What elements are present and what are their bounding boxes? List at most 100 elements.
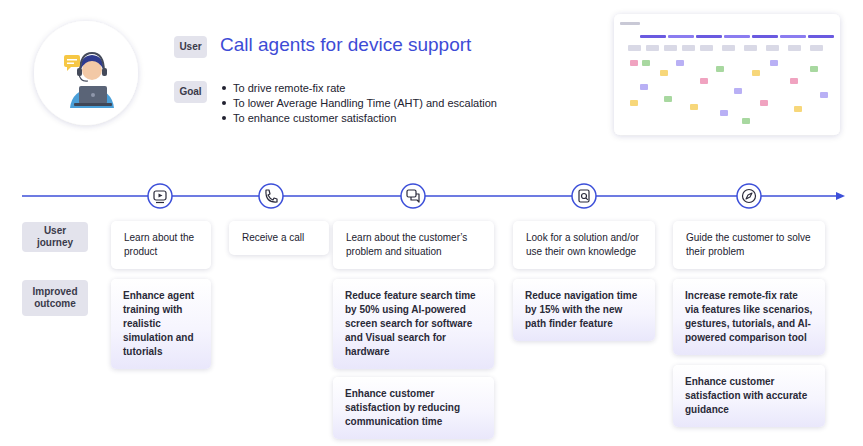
thumbnail-detail — [664, 96, 672, 102]
timeline-icon — [154, 191, 166, 200]
node-text: User — [179, 41, 201, 53]
timeline-icon — [259, 184, 283, 208]
node-text: Improved outcome — [27, 286, 83, 310]
thumbnail-detail — [808, 35, 834, 38]
thumbnail-detail — [760, 100, 768, 106]
screenshot-thumbnail — [614, 14, 840, 135]
thumbnail-detail — [794, 106, 802, 112]
thumbnail-detail — [724, 35, 750, 38]
bullet-dot — [222, 86, 226, 90]
agent-avatar — [80, 53, 104, 72]
outcome-card: Increase remote-fix rate via features li… — [673, 279, 825, 355]
thumbnail-detail — [676, 60, 684, 66]
outcome-card: Enhance customer satisfaction by reducin… — [333, 377, 494, 439]
node-text: Reduce navigation time by 15% with the n… — [525, 289, 643, 331]
row-tag: Goal — [174, 81, 207, 103]
node-text: Learn about the product — [124, 231, 198, 259]
thumbnail-detail — [700, 78, 708, 84]
outcome-card: Enhance customer satisfaction with accur… — [673, 365, 825, 427]
thumbnail-detail — [770, 60, 778, 66]
thumbnail-detail — [640, 35, 666, 38]
timeline-arrow — [836, 192, 845, 200]
journey-step: Guide the customer to solve their proble… — [673, 221, 825, 269]
node-text: Learn about the customer’s problem and s… — [346, 231, 481, 259]
timeline-icon — [737, 184, 761, 208]
node-text: Enhance customer satisfaction by reducin… — [345, 387, 482, 429]
thumbnail-detail — [668, 35, 694, 38]
node-text: Receive a call — [242, 231, 316, 245]
thumbnail-detail — [620, 22, 640, 25]
timeline-icon — [743, 190, 756, 203]
thumbnail-detail — [752, 35, 778, 38]
bullet-dot — [222, 116, 226, 120]
agent-avatar — [34, 21, 138, 125]
thumbnail-detail — [642, 60, 650, 66]
timeline-icon — [266, 190, 277, 202]
diagram-title: Call agents for device support — [220, 33, 471, 57]
agent-avatar — [34, 21, 138, 125]
row-tag: User — [174, 36, 207, 58]
thumbnail-detail — [810, 45, 823, 51]
timeline-icon — [572, 184, 596, 208]
agent-avatar — [79, 86, 107, 104]
node-text: Enhance agent training with realistic si… — [123, 289, 199, 359]
timeline-arrow — [22, 195, 838, 196]
node-text: Enhance customer satisfaction with accur… — [685, 375, 813, 417]
thumbnail-detail — [790, 78, 798, 84]
thumbnail-detail — [780, 35, 806, 38]
thumbnail-detail — [690, 104, 698, 110]
thumbnail-detail — [660, 70, 668, 76]
thumbnail-detail — [700, 45, 713, 51]
thumbnail-detail — [716, 66, 724, 72]
outcome-card: Reduce feature search time by 50% using … — [333, 279, 494, 369]
thumbnail-detail — [734, 88, 742, 94]
thumbnail-detail — [640, 84, 648, 90]
timeline-icon — [579, 190, 589, 202]
outcome-card: Reduce navigation time by 15% with the n… — [513, 279, 655, 341]
node-text: Reduce feature search time by 50% using … — [345, 289, 482, 359]
row-tag: Improved outcome — [22, 280, 88, 316]
thumbnail-detail — [788, 45, 801, 51]
timeline-icon — [407, 190, 416, 197]
timeline-icon — [582, 194, 587, 199]
timeline-icon — [148, 184, 172, 208]
agent-avatar — [67, 59, 77, 61]
timeline-icon — [572, 184, 596, 208]
timeline-icon — [737, 184, 761, 208]
agent-avatar — [64, 55, 80, 67]
timeline-icon — [401, 184, 425, 208]
node-text: Look for a solution and/or use their own… — [526, 231, 642, 259]
journey-step: Learn about the customer’s problem and s… — [333, 221, 494, 269]
thumbnail-detail — [682, 45, 695, 51]
thumbnail-detail — [752, 70, 760, 76]
agent-avatar — [67, 63, 74, 65]
timeline-icon — [746, 193, 752, 199]
thumbnail-detail — [630, 60, 638, 66]
agent-avatar — [67, 67, 71, 71]
thumbnail-detail — [744, 45, 757, 51]
thumbnail-detail — [720, 110, 728, 116]
thumbnail-detail — [628, 45, 641, 51]
bullet-dot — [222, 101, 226, 105]
thumbnail-detail — [664, 45, 677, 51]
thumbnail-detail — [742, 118, 750, 124]
thumbnail-detail — [646, 45, 659, 51]
outcome-card: Enhance agent training with realistic si… — [111, 279, 211, 369]
thumbnail-detail — [620, 22, 834, 124]
timeline-icon — [411, 194, 419, 202]
goal-item: To lower Average Handling Time (AHT) and… — [233, 96, 497, 110]
thumbnail-detail — [722, 45, 735, 51]
timeline-icon — [586, 198, 588, 200]
node-text: Increase remote-fix rate via features li… — [685, 289, 813, 345]
thumbnail-detail — [766, 45, 779, 51]
goal-item: To enhance customer satisfaction — [233, 111, 396, 125]
screenshot-thumbnail — [614, 14, 840, 135]
timeline-icon — [401, 184, 425, 208]
row-tag: User journey — [22, 222, 88, 252]
node-text: User journey — [27, 225, 83, 249]
thumbnail-detail — [810, 66, 818, 72]
node-text: Guide the customer to solve their proble… — [686, 231, 812, 259]
timeline-icon — [156, 202, 164, 203]
agent-avatar — [79, 74, 88, 81]
